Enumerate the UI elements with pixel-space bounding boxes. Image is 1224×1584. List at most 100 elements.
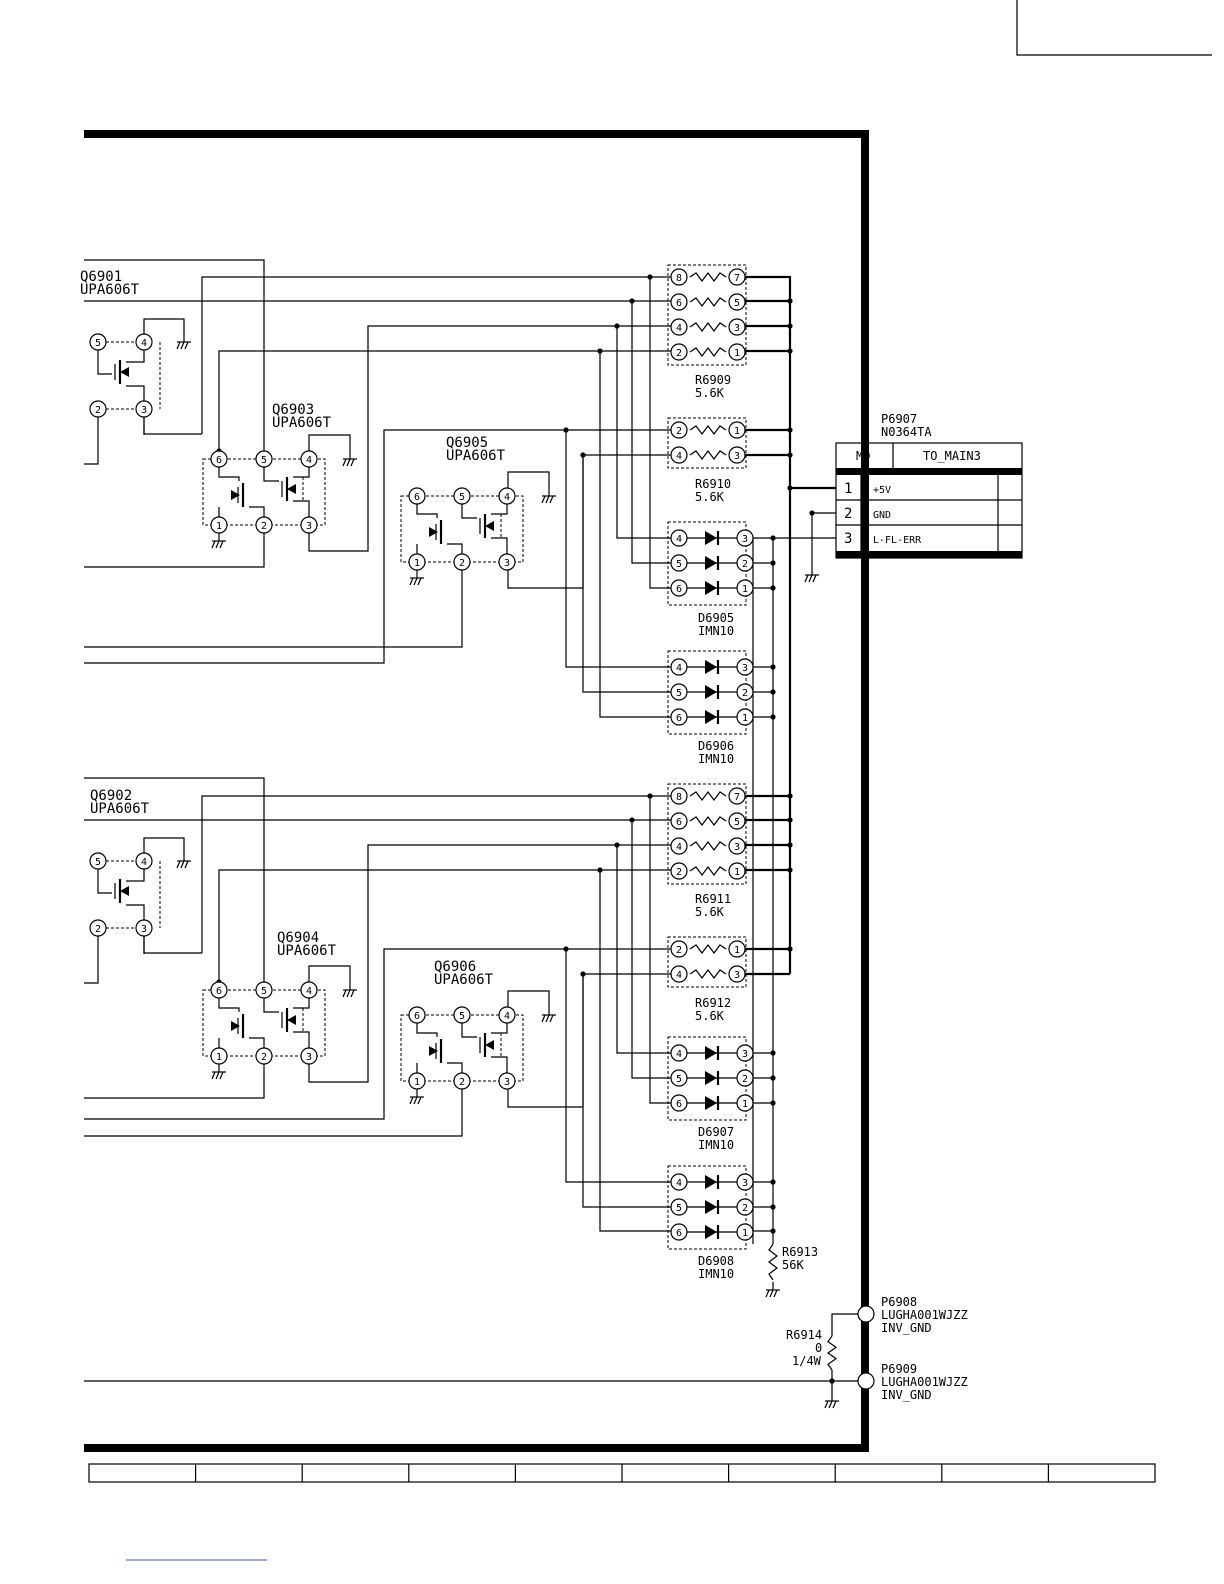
connector-p6907 — [835, 442, 1023, 559]
wire — [143, 837, 185, 853]
r-array-1-pin-right-label: 1 — [734, 426, 740, 437]
diode-icon — [705, 685, 717, 699]
q6903-part: UPA606T — [272, 415, 332, 431]
ground-icon — [541, 495, 554, 504]
q-0-pin-label: 3 — [141, 405, 147, 416]
q-4-pin-label: 6 — [414, 492, 420, 503]
r-array-3-pin-left-label: 2 — [676, 945, 682, 956]
q6902-part: UPA606T — [90, 801, 150, 817]
resistor-array-outline — [667, 936, 747, 988]
junction-dot — [787, 793, 793, 799]
q-2-pin-label: 4 — [306, 455, 312, 466]
p6907-pin2-num: 2 — [844, 506, 852, 522]
q-5-pin — [498, 1006, 516, 1024]
q6904-part: UPA606T — [277, 943, 337, 959]
fet-arrow — [120, 886, 129, 896]
q-0-pin-label: 5 — [95, 338, 101, 349]
diode-icon — [705, 710, 717, 724]
d-array-1-pin-right-label: 2 — [742, 688, 748, 699]
diode-icon — [705, 531, 717, 545]
fet-arrow — [429, 527, 438, 537]
p6909-ref: P6909 — [881, 1362, 917, 1376]
wire — [599, 870, 671, 1232]
wire — [745, 275, 792, 974]
q-2-pin — [210, 450, 228, 468]
r-array-2-pin-right — [728, 787, 746, 805]
ground-icon — [176, 860, 189, 869]
p6907-pin3-num: 3 — [844, 531, 852, 547]
wire — [218, 869, 671, 982]
d-array-3-pin-left-label: 5 — [676, 1203, 682, 1214]
d6908-part: IMN10 — [698, 1267, 734, 1281]
q-4-pin-label: 5 — [459, 492, 465, 503]
q-1-pin-label: 2 — [95, 924, 101, 935]
diode-icon — [705, 581, 717, 595]
q6903-ref: Q6903 — [272, 402, 314, 418]
q-2-pin-label: 1 — [216, 521, 222, 532]
p6907-pin1-signal: +5V — [873, 485, 891, 496]
ground-icon — [409, 1096, 422, 1105]
ground-icon — [211, 1071, 224, 1080]
junction-dot — [787, 867, 793, 873]
q-5-pin-label: 6 — [414, 1011, 420, 1022]
junction-dot — [829, 1378, 835, 1384]
q-0-pin-label: 4 — [141, 338, 147, 349]
wire — [218, 467, 240, 481]
junction-dot — [787, 946, 793, 952]
r6911-value: 5.6K — [695, 905, 725, 919]
wire — [582, 974, 671, 1208]
r-array-2-pin-left-label: 6 — [676, 817, 682, 828]
junction-dot — [787, 348, 793, 354]
wiring — [84, 259, 866, 1393]
wire — [293, 467, 310, 478]
junction-dot — [787, 452, 793, 458]
ground-icon — [342, 989, 355, 998]
p6907-pin3-signal: L-FL-ERR — [873, 535, 922, 546]
wire — [308, 434, 351, 451]
r-array-0-pin-right — [728, 268, 746, 286]
junction-dot — [787, 427, 793, 433]
wire — [218, 350, 671, 451]
d-array-0-pin-left-label: 6 — [676, 584, 682, 595]
r-array-0-pin-left-label: 6 — [676, 298, 682, 309]
q-4-pin — [498, 487, 516, 505]
r-array-2-pin-left — [670, 812, 688, 830]
d-array-3-pin-left-label: 4 — [676, 1178, 682, 1189]
q-1-pin — [135, 919, 153, 937]
r-array-3-pin-left — [670, 965, 688, 983]
wire — [249, 1037, 265, 1048]
wire — [461, 1023, 477, 1038]
fet-arrow — [287, 484, 296, 494]
d-array-1-pin-left-label: 6 — [676, 713, 682, 724]
p6907-pin1-num: 1 — [844, 481, 852, 497]
wire — [263, 467, 279, 482]
wire — [616, 845, 671, 1054]
r-array-1-pin-right — [728, 446, 746, 464]
wire — [126, 904, 145, 920]
q-5-pin — [453, 1072, 471, 1090]
resistor-array-outline — [667, 417, 747, 469]
q-0-pin — [135, 400, 153, 418]
resistor-array-outline — [667, 783, 747, 885]
d-array-1-pin-right-label: 1 — [742, 713, 748, 724]
d-array-2-pin-right-label: 3 — [742, 1049, 748, 1060]
d6907-part: IMN10 — [698, 1138, 734, 1152]
junction-dot — [809, 510, 815, 516]
junction-dot — [787, 842, 793, 848]
d-array-1-pin-left-label: 4 — [676, 663, 682, 674]
wire — [491, 504, 508, 515]
ground-icon — [211, 540, 224, 549]
q6904-ref: Q6904 — [277, 930, 319, 946]
junction-dot — [787, 323, 793, 329]
wire — [293, 500, 310, 517]
q-4-pin-label: 4 — [504, 492, 510, 503]
r-array-2-pin-right-label: 7 — [734, 792, 740, 803]
footer-grid — [88, 1463, 1156, 1483]
fet-arrow — [231, 1021, 240, 1031]
r-array-0-pin-right — [728, 343, 746, 361]
r-array-1-pin-left — [670, 421, 688, 439]
q-4-pin-label: 2 — [459, 558, 465, 569]
q6906-ref: Q6906 — [434, 959, 476, 975]
